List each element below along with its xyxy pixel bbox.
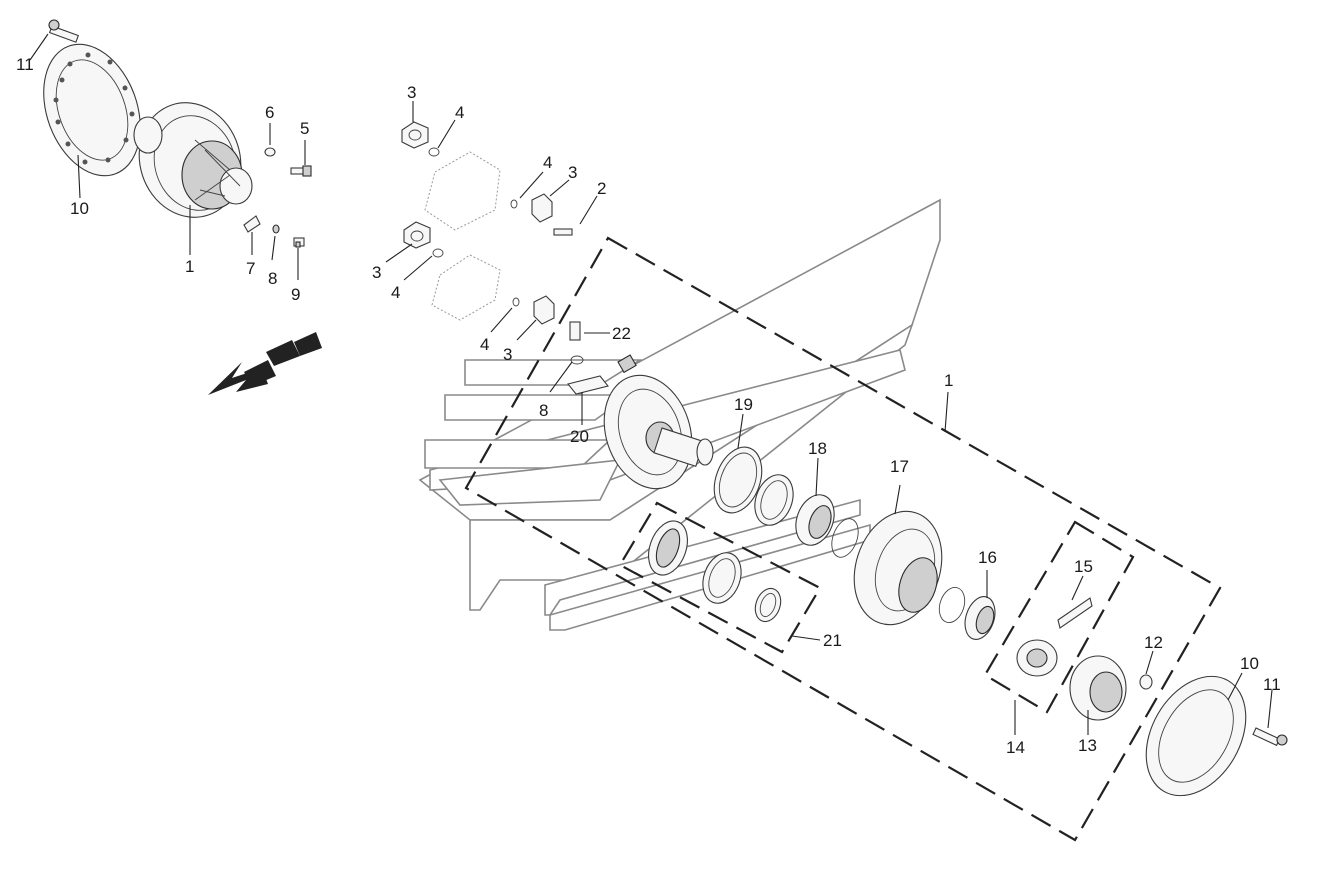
assembly-box-1 (464, 236, 1222, 842)
assembly-box-21 (618, 501, 822, 654)
callout-11-bot: 11 (1263, 675, 1281, 694)
callout-4-d: 4 (480, 335, 489, 354)
hub-assembly-top (43, 19, 253, 218)
callout-10-top: 10 (70, 199, 89, 218)
callout-22: 22 (612, 324, 631, 343)
callout-12: 12 (1144, 633, 1163, 652)
callout-10-bot: 10 (1240, 654, 1259, 673)
callout-3-b: 3 (568, 163, 577, 182)
assembly-box-14 (983, 520, 1135, 714)
ring-and-bolt-bottom (1145, 675, 1288, 797)
nuts-and-washers (401, 121, 637, 395)
callout-7: 7 (246, 259, 255, 278)
callout-16: 16 (978, 548, 997, 567)
callout-1-big: 1 (944, 371, 953, 390)
background-frame-panels (418, 198, 941, 631)
callout-8-top: 8 (268, 269, 277, 288)
dotted-pads (424, 151, 501, 321)
callout-3-a: 3 (407, 83, 416, 102)
callout-17: 17 (890, 457, 909, 476)
callout-6: 6 (265, 103, 274, 122)
callout-1-top: 1 (185, 257, 194, 276)
callout-19: 19 (734, 395, 753, 414)
hub-17-group (853, 510, 996, 640)
leader-lines (29, 33, 1273, 735)
callout-11-top: 11 (16, 55, 34, 74)
seals-and-bearings (648, 446, 859, 623)
callout-labels: 11 10 1 6 5 7 8 9 3 4 4 3 2 3 4 4 3 22 8… (16, 55, 1281, 757)
callout-21: 21 (823, 631, 842, 650)
callout-8-mid: 8 (539, 401, 548, 420)
callout-2: 2 (597, 179, 606, 198)
callout-13: 13 (1078, 736, 1097, 755)
callout-4-b: 4 (543, 153, 552, 172)
direction-arrow (208, 332, 322, 395)
group-14-items (1016, 597, 1093, 677)
callout-14: 14 (1006, 738, 1025, 757)
assembly-dashed-boxes (464, 236, 1222, 842)
callout-15: 15 (1074, 557, 1093, 576)
callout-4-a: 4 (455, 103, 464, 122)
callout-20: 20 (570, 427, 589, 446)
cap-and-plug (1069, 655, 1153, 721)
callout-9: 9 (291, 285, 300, 304)
callout-4-c: 4 (391, 283, 400, 302)
callout-3-d: 3 (503, 345, 512, 364)
callout-5: 5 (300, 119, 309, 138)
callout-3-c: 3 (372, 263, 381, 282)
callout-18: 18 (808, 439, 827, 458)
small-parts-top (243, 147, 312, 248)
hub-assembly-main (603, 374, 714, 490)
